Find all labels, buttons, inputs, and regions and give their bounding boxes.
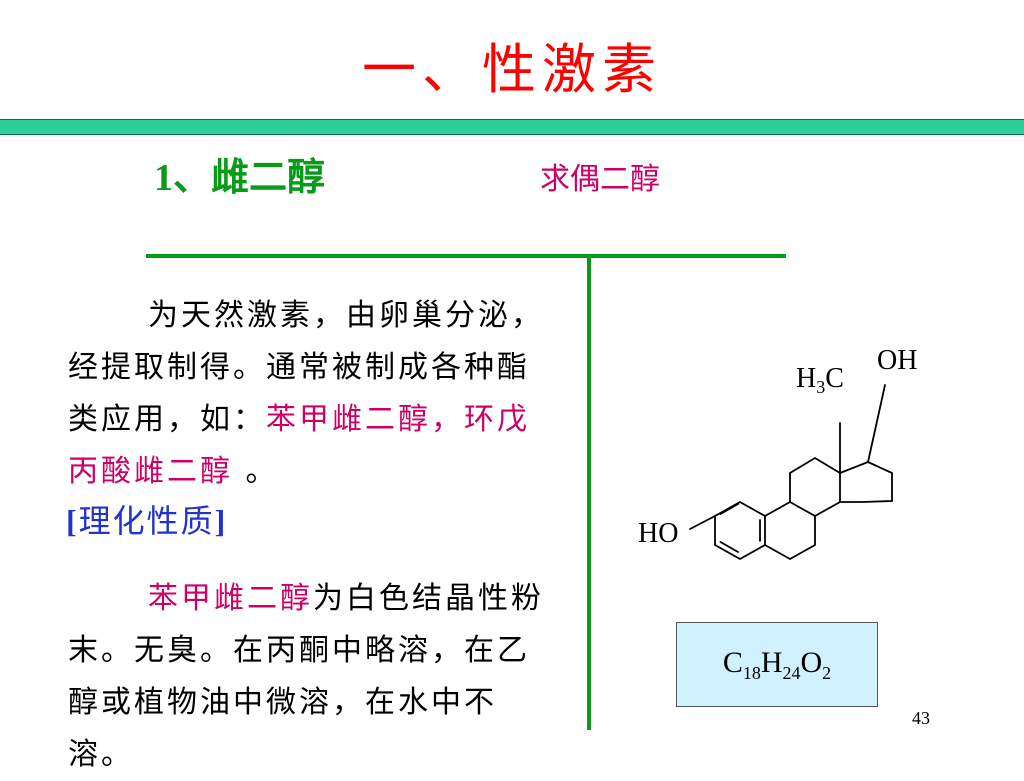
methyl-label: H3C — [796, 363, 844, 397]
properties-text: 为白色结晶性粉末。无臭。在丙酮中略溶，在乙醇或植物油中微溶，在水中不溶。 — [68, 581, 544, 772]
description-text: 为天然激素，由卵巢分泌，经提取制得。通常被制成各种酯类应用，如： — [68, 298, 544, 437]
slide-title: 一、性激素 — [362, 38, 662, 101]
estradiol-structure-diagram: H3C OH HO — [638, 345, 917, 561]
ring-c — [789, 456, 841, 517]
subheading: 1、雌二醇 — [154, 152, 325, 203]
properties-paragraph: 苯甲雌二醇为白色结晶性粉末。无臭。在丙酮中略溶，在乙醇或植物油中微溶，在水中不溶… — [68, 573, 558, 781]
vertical-divider — [587, 254, 591, 730]
oh-bond-top — [867, 384, 886, 463]
subheading-text: 、雌二醇 — [173, 154, 326, 199]
ester-examples: 苯甲雌二醇，环戊丙酸雌二醇 — [68, 402, 530, 489]
subheading-number: 1 — [154, 157, 173, 199]
page-number: 43 — [912, 708, 930, 728]
section-bracket-open: [ — [66, 503, 79, 539]
ring-b — [764, 500, 816, 561]
formula-c-count: 18 — [742, 662, 761, 683]
formula-h: H — [760, 645, 783, 679]
section-label: 理化性质 — [78, 502, 215, 540]
section-bracket-close: ] — [214, 503, 228, 539]
compound-name: 苯甲雌二醇 — [148, 581, 313, 616]
oh-bond-left — [689, 515, 716, 530]
formula-o-count: 2 — [822, 662, 832, 683]
section-heading: [理化性质] — [66, 497, 227, 545]
methyl-h: H — [796, 363, 816, 394]
molecular-formula: C18H24O2 — [723, 646, 831, 684]
skeletal-bonds — [689, 384, 893, 561]
hydroxyl-left-label: HO — [638, 518, 678, 549]
methyl-c: C — [825, 363, 844, 394]
methyl-subscript: 3 — [816, 377, 825, 397]
description-end: 。 — [233, 454, 279, 489]
ring-a — [714, 500, 766, 561]
description-paragraph: 为天然激素，由卵巢分泌，经提取制得。通常被制成各种酯类应用，如：苯甲雌二醇，环戊… — [68, 290, 558, 498]
horizontal-divider — [146, 254, 786, 258]
ring-d — [839, 461, 893, 503]
hydroxyl-top-label: OH — [877, 345, 917, 376]
formula-o: O — [800, 645, 823, 679]
title-divider-bar — [0, 119, 1024, 135]
ring-a-double-bond-3 — [719, 541, 739, 553]
molecular-formula-box: C18H24O2 — [676, 622, 878, 707]
formula-c: C — [722, 645, 743, 679]
ring-a-double-bond-1 — [719, 503, 739, 515]
formula-h-count: 24 — [782, 662, 801, 683]
alias-name: 求偶二醇 — [540, 162, 660, 197]
